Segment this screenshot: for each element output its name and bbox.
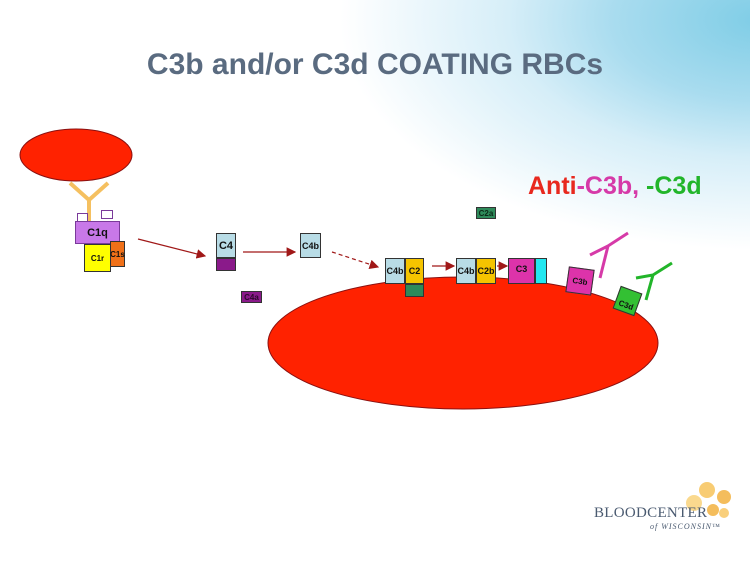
c4-lower-block xyxy=(216,258,236,271)
legend-anti: Anti xyxy=(528,172,577,200)
legend-c3b: -C3b, xyxy=(576,172,640,200)
logo-name: BloodCenter xyxy=(594,505,708,521)
c4-block: C4 xyxy=(216,233,236,258)
slide-title: C3b and/or C3d COATING RBCs xyxy=(146,48,604,81)
c1q-head-right xyxy=(101,210,113,219)
c3-cyan-block xyxy=(535,258,547,284)
c2-block: C2 xyxy=(405,258,424,284)
small-rbc xyxy=(19,128,133,182)
logo-subtitle: of WISCONSIN™ xyxy=(650,522,721,531)
c2a-block: C2a xyxy=(476,207,496,219)
c4a-block: C4a xyxy=(241,291,262,303)
c4b-free-block: C4b xyxy=(300,233,321,258)
c4b-bound-block-2: C4b xyxy=(456,258,476,284)
c1r-block: C1r xyxy=(84,244,111,272)
c1q-block: C1q xyxy=(75,221,120,244)
igg-antibody-icon xyxy=(68,181,110,222)
legend-c3d: -C3d xyxy=(639,172,702,200)
c1s-block: C1s xyxy=(110,241,125,267)
c3-block: C3 xyxy=(508,258,535,284)
antibody-legend: Anti-C3b, -C3d xyxy=(528,172,702,201)
anti-c3b-antibody-icon xyxy=(589,231,629,279)
background-gradient xyxy=(0,0,750,260)
c4b-bound-block-1: C4b xyxy=(385,258,405,284)
c2b-block: C2b xyxy=(476,258,496,284)
anti-c3d-antibody-icon xyxy=(635,261,673,301)
c2-lower-block xyxy=(405,284,424,297)
